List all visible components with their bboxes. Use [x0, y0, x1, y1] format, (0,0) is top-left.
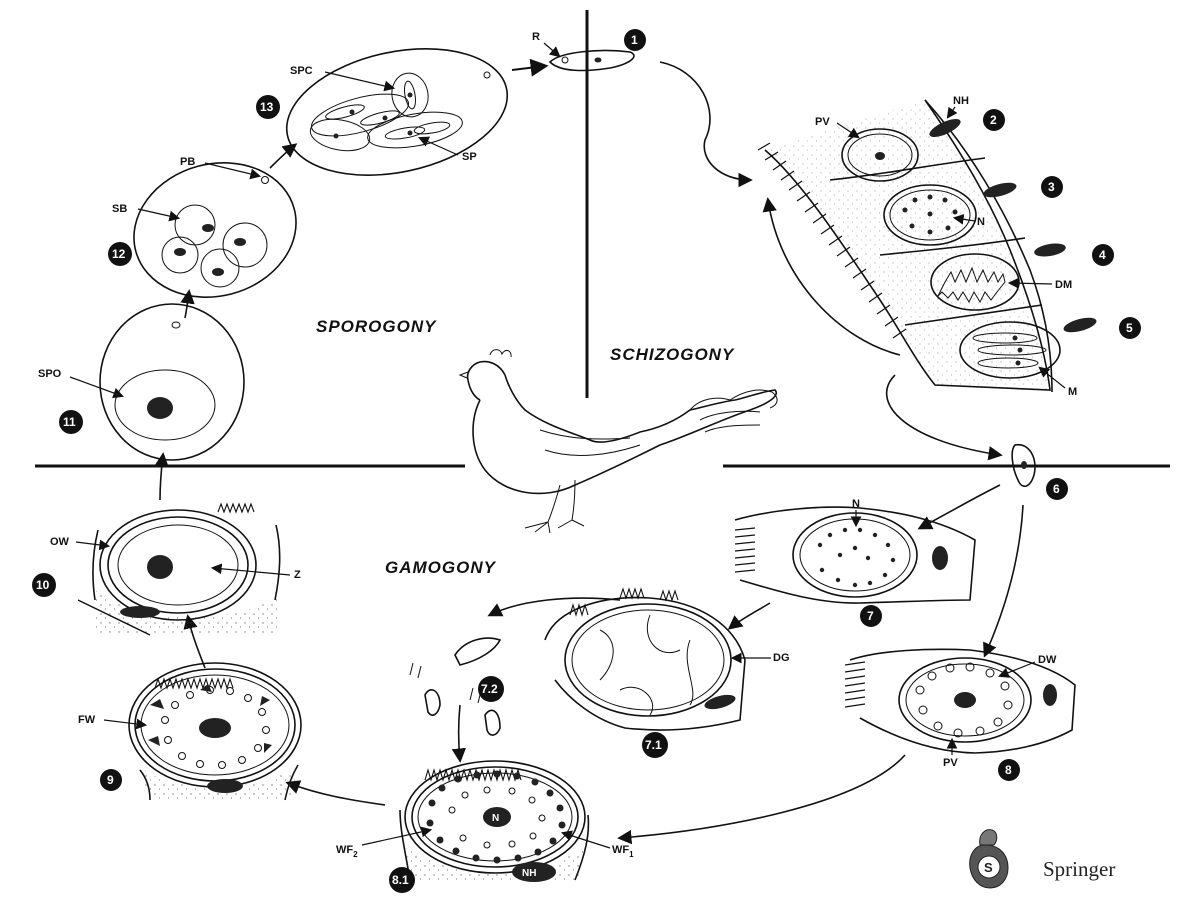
label-dm: DM	[1055, 279, 1072, 291]
svg-text:9: 9	[107, 773, 114, 787]
stage-13-sporulated-oocyst: SPC SP	[275, 30, 519, 194]
stage-11-sporont: SPO	[38, 304, 244, 460]
label-spc: SPC	[290, 65, 313, 77]
label-spo: SPO	[38, 368, 62, 380]
svg-text:8: 8	[1005, 763, 1012, 777]
stage-7-1-microgamont: DG	[545, 589, 790, 730]
phase-label-sporogony: SPOROGONY	[316, 317, 437, 336]
stage-badge-1: 1	[624, 29, 646, 51]
svg-text:11: 11	[63, 415, 76, 429]
svg-text:2: 2	[990, 113, 997, 127]
stage-badge-5: 5	[1119, 317, 1141, 339]
label-pb: PB	[180, 156, 195, 168]
phase-label-gamogony: GAMOGONY	[385, 558, 497, 577]
stage-8-macrogamete: DW PV	[845, 649, 1075, 769]
springer-chess-knight-logo-icon: S	[970, 830, 1008, 888]
chicken-host-illustration	[460, 350, 777, 533]
stage-7-macrogamont: N	[735, 498, 975, 603]
label-pv-top: PV	[815, 116, 830, 128]
label-dw: DW	[1038, 654, 1057, 666]
svg-text:5: 5	[1126, 321, 1133, 335]
svg-text:4: 4	[1099, 248, 1106, 262]
stage-badge-7: 7	[860, 605, 882, 627]
stage-badge-7-2: 7.2	[478, 676, 504, 702]
label-nh-top: NH	[953, 95, 969, 107]
stage-12-sporoblasts: SB PB	[112, 145, 311, 315]
phase-label-schizogony: SCHIZOGONY	[610, 345, 735, 364]
stage-10-zygote-oocyst-wall: OW Z	[50, 504, 301, 635]
label-pv-bottom: PV	[943, 757, 958, 769]
svg-text:13: 13	[260, 100, 274, 114]
stage-badge-13: 13	[256, 95, 280, 119]
svg-text:12: 12	[112, 247, 126, 261]
label-r: R	[532, 31, 540, 43]
stage-badge-11: 11	[59, 410, 83, 434]
sporozoite-body	[550, 50, 634, 70]
intestinal-epithelium	[758, 100, 1052, 392]
stage-badge-10: 10	[32, 573, 56, 597]
label-m: M	[1068, 386, 1077, 398]
label-fw: FW	[78, 714, 96, 726]
label-dg: DG	[773, 652, 790, 664]
stage-badge-4: 4	[1092, 244, 1114, 266]
label-nh-bottom: NH	[522, 868, 536, 879]
svg-text:S: S	[984, 860, 993, 875]
stage-badge-8: 8	[998, 759, 1020, 781]
label-wf2: WF2	[336, 844, 358, 859]
svg-text:7.2: 7.2	[481, 682, 498, 696]
label-wf1: WF1	[612, 844, 634, 859]
stage-badge-2: 2	[983, 109, 1005, 131]
label-n-mid: N	[852, 498, 860, 510]
publisher-name: Springer	[1043, 857, 1115, 881]
svg-text:7.1: 7.1	[645, 738, 662, 752]
stage-badge-8-1: 8.1	[389, 867, 415, 893]
stage-8-1-macrogamete-wall-forming: N NH WF2 WF1	[336, 761, 634, 882]
stage-badge-9: 9	[100, 769, 122, 791]
stage-badge-3: 3	[1041, 176, 1063, 198]
label-sb: SB	[112, 203, 127, 215]
label-sp: SP	[462, 151, 477, 163]
svg-text:10: 10	[36, 578, 50, 592]
label-n-bottom: N	[492, 813, 499, 824]
label-z: Z	[294, 569, 301, 581]
svg-text:8.1: 8.1	[392, 873, 409, 887]
svg-text:3: 3	[1048, 180, 1055, 194]
svg-text:6: 6	[1053, 482, 1060, 496]
stage-badge-7-1: 7.1	[642, 732, 668, 758]
label-ow: OW	[50, 536, 70, 548]
stage-badge-12: 12	[108, 242, 132, 266]
stage-1-sporozoite: R	[512, 31, 634, 70]
svg-text:1: 1	[631, 33, 638, 47]
publisher-logo: S Springer	[970, 830, 1116, 888]
stage-badge-6: 6	[1046, 478, 1068, 500]
label-n-top: N	[977, 216, 985, 228]
svg-text:7: 7	[867, 609, 874, 623]
